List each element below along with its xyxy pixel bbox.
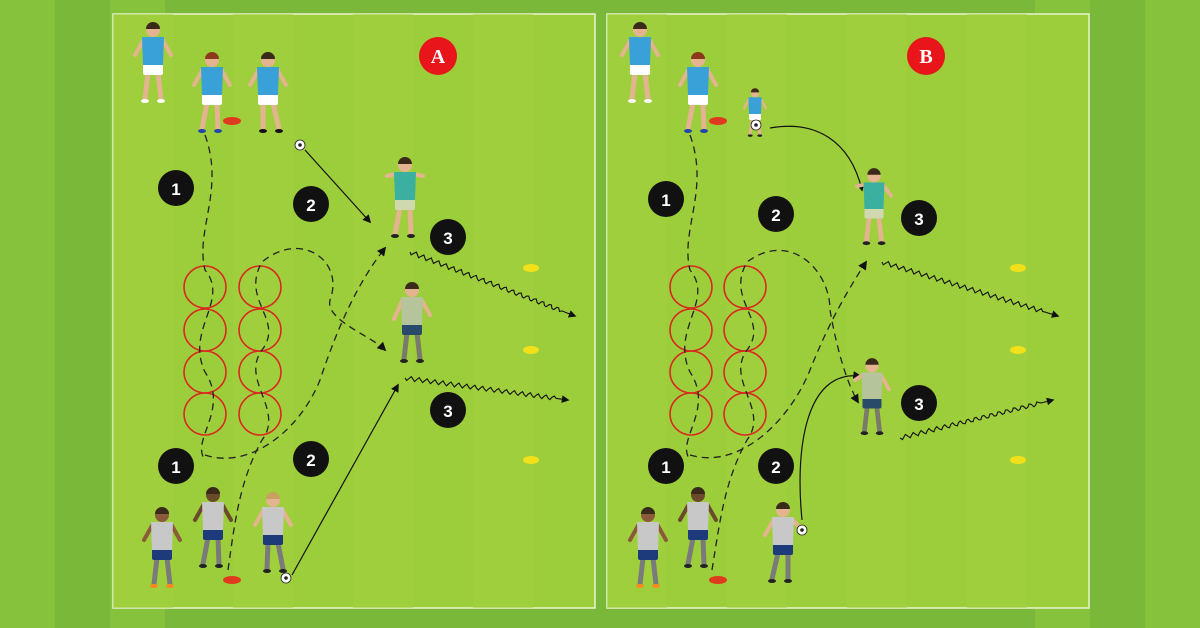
player-figure-icon	[248, 52, 288, 133]
dashed-run-arrow-icon	[689, 260, 867, 459]
dashed-run-arrow-icon	[204, 246, 387, 459]
panel-label-a: A	[419, 37, 457, 75]
svg-text:3: 3	[443, 402, 452, 421]
panel-label-text: B	[919, 46, 932, 68]
step-marker: 3	[430, 392, 466, 428]
player-figure-icon	[743, 88, 767, 137]
dashed-run-arrow-icon	[227, 247, 387, 571]
step-markers-b: 1 2 3 1 2 3	[648, 181, 937, 484]
cone-icon	[709, 576, 727, 584]
svg-text:2: 2	[771, 206, 780, 225]
cone-icon	[523, 456, 539, 464]
pass-arrows-a	[291, 149, 399, 576]
hoop-icon	[723, 392, 767, 436]
step-marker: 1	[158, 170, 194, 206]
svg-text:1: 1	[661, 458, 670, 477]
player-figure-icon	[678, 487, 718, 568]
player-figure-icon	[763, 502, 803, 583]
hoop-grid-a	[183, 265, 282, 436]
svg-text:1: 1	[661, 191, 670, 210]
step-marker: 2	[758, 196, 794, 232]
panel-a: A 1 2 3 1 2 3	[112, 13, 596, 609]
cone-icon	[1010, 346, 1026, 354]
soccer-ball-icon	[796, 524, 808, 536]
run-paths-b	[684, 134, 867, 571]
dashed-run-arrow-icon	[711, 249, 859, 571]
step-marker: 1	[158, 448, 194, 484]
step-marker: 2	[293, 186, 329, 222]
step-marker: 2	[293, 441, 329, 477]
panel-label-b: B	[907, 37, 945, 75]
player-figure-icon	[628, 507, 668, 588]
svg-text:3: 3	[914, 210, 923, 229]
svg-text:1: 1	[171, 458, 180, 477]
hoop-icon	[669, 265, 713, 309]
hoop-icon	[183, 265, 227, 309]
dashed-run-arrow-icon	[199, 134, 215, 461]
svg-text:3: 3	[914, 395, 923, 414]
svg-text:1: 1	[171, 180, 180, 199]
step-markers-a: 1 2 3 1 2 3	[158, 170, 466, 484]
pass-arrows-b	[769, 125, 865, 521]
hoop-grid-b	[669, 265, 767, 436]
step-marker: 3	[901, 385, 937, 421]
player-figure-icon	[193, 487, 233, 568]
dribble-arrows-a	[404, 251, 577, 403]
cone-icon	[223, 576, 241, 584]
svg-text:2: 2	[306, 196, 315, 215]
panel-label-text: A	[431, 46, 446, 68]
step-marker: 1	[648, 181, 684, 217]
player-figure-icon	[392, 282, 432, 363]
step-marker: 3	[430, 219, 466, 255]
hoop-icon	[183, 392, 227, 436]
player-figure-icon	[133, 22, 173, 103]
svg-text:3: 3	[443, 229, 452, 248]
dribble-arrow-icon	[881, 260, 1060, 318]
player-figure-icon	[620, 22, 660, 103]
cone-icon	[223, 117, 241, 125]
player-figure-icon	[853, 358, 891, 436]
pass-arrow-icon	[304, 149, 372, 224]
player-figure-icon	[385, 157, 425, 238]
player-figure-icon	[253, 492, 293, 573]
step-marker: 2	[758, 448, 794, 484]
dribble-arrow-icon	[899, 397, 1055, 441]
cones-a	[223, 117, 539, 584]
cones-b	[709, 117, 1026, 584]
svg-text:2: 2	[771, 458, 780, 477]
pass-arrow-icon	[291, 383, 399, 576]
run-paths-a	[199, 134, 387, 571]
dashed-run-arrow-icon	[684, 134, 700, 461]
pass-arrow-icon	[769, 125, 865, 192]
soccer-ball-icon	[750, 119, 762, 131]
hoop-icon	[669, 392, 713, 436]
cone-icon	[1010, 456, 1026, 464]
step-marker: 3	[901, 200, 937, 236]
cone-icon	[523, 264, 539, 272]
players-b	[620, 22, 893, 588]
soccer-ball-icon	[280, 572, 292, 584]
cone-icon	[523, 346, 539, 354]
panel-b: B 1 2 3 1 2 3	[606, 13, 1090, 609]
step-marker: 1	[648, 448, 684, 484]
hoop-icon	[238, 392, 282, 436]
player-figure-icon	[678, 52, 718, 133]
cone-icon	[709, 117, 727, 125]
player-figure-icon	[855, 168, 893, 246]
cone-icon	[1010, 264, 1026, 272]
dribble-arrow-icon	[404, 375, 570, 403]
pass-arrow-icon	[799, 371, 862, 521]
player-figure-icon	[192, 52, 232, 133]
players-a	[133, 22, 432, 588]
dribble-arrow-icon	[409, 251, 577, 318]
soccer-ball-icon	[294, 139, 306, 151]
player-figure-icon	[142, 507, 182, 588]
svg-text:2: 2	[306, 451, 315, 470]
dribble-arrows-b	[881, 260, 1060, 441]
